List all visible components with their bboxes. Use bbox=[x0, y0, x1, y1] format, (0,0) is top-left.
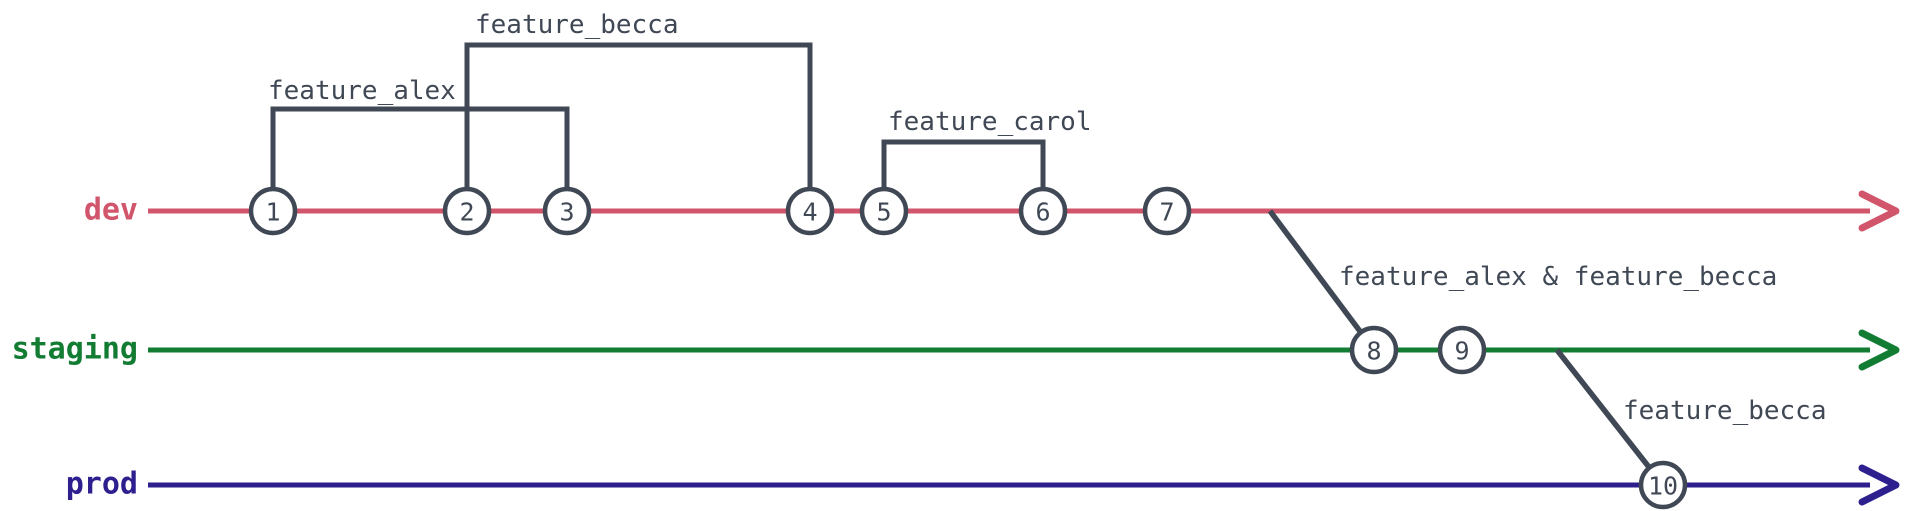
commit-node-label-2: 2 bbox=[459, 198, 474, 227]
commit-node-circle-4[interactable] bbox=[785, 186, 835, 236]
commit-node-label-7: 7 bbox=[1159, 198, 1174, 227]
commit-node-circle-7[interactable] bbox=[1142, 186, 1192, 236]
branch-labels-group: dev staging prod bbox=[12, 193, 138, 502]
commit-node-4[interactable]: 4 bbox=[785, 186, 835, 236]
feature-label-feature_alex: feature_alex bbox=[268, 76, 456, 106]
commit-nodes-group: 1 2 3 4 5 6 7 8 9 10 bbox=[248, 186, 1688, 510]
branch-label-staging: staging bbox=[12, 332, 138, 367]
commit-node-3[interactable]: 3 bbox=[542, 186, 592, 236]
commit-node-6[interactable]: 6 bbox=[1018, 186, 1068, 236]
branch-label-prod: prod bbox=[66, 467, 138, 502]
branch-arrowhead-prod bbox=[1858, 464, 1900, 506]
merge-label-merge-staging-to-prod: feature_becca bbox=[1623, 396, 1827, 426]
commit-node-9[interactable]: 9 bbox=[1437, 325, 1487, 375]
commit-node-circle-3[interactable] bbox=[542, 186, 592, 236]
commit-node-circle-9[interactable] bbox=[1437, 325, 1487, 375]
merge-labels-group: feature_alex & feature_becca feature_becc… bbox=[1339, 262, 1827, 426]
branch-arrowhead-staging bbox=[1858, 329, 1900, 371]
commit-node-label-3: 3 bbox=[559, 198, 574, 227]
commit-node-1[interactable]: 1 bbox=[248, 186, 298, 236]
branch-label-dev: dev bbox=[84, 193, 138, 228]
feature-brackets-group bbox=[270, 42, 1046, 211]
commit-node-circle-5[interactable] bbox=[859, 186, 909, 236]
merge-label-merge-dev-to-staging: feature_alex & feature_becca bbox=[1339, 262, 1777, 292]
feature-labels-group: feature_alex feature_becca feature_carol bbox=[268, 10, 1092, 137]
commit-node-circle-2[interactable] bbox=[442, 186, 492, 236]
commit-node-label-5: 5 bbox=[876, 198, 891, 227]
merge-lines-group bbox=[1267, 209, 1666, 487]
feature-bracket-feature_carol bbox=[881, 139, 1046, 211]
commit-node-label-8: 8 bbox=[1366, 337, 1381, 366]
commit-node-5[interactable]: 5 bbox=[859, 186, 909, 236]
commit-node-8[interactable]: 8 bbox=[1349, 325, 1399, 375]
commit-node-circle-1[interactable] bbox=[248, 186, 298, 236]
branch-lines-group bbox=[148, 190, 1900, 506]
feature-label-feature_carol: feature_carol bbox=[888, 107, 1092, 137]
commit-node-label-6: 6 bbox=[1035, 198, 1050, 227]
merge-dev-to-staging bbox=[1267, 209, 1377, 352]
commit-node-7[interactable]: 7 bbox=[1142, 186, 1192, 236]
commit-node-label-4: 4 bbox=[802, 198, 817, 227]
commit-node-circle-10[interactable] bbox=[1638, 460, 1688, 510]
merge-staging-to-prod bbox=[1554, 348, 1666, 487]
branch-arrowhead-dev bbox=[1858, 190, 1900, 232]
feature-bracket-feature_alex bbox=[270, 106, 570, 211]
commit-node-circle-8[interactable] bbox=[1349, 325, 1399, 375]
feature-label-feature_becca: feature_becca bbox=[475, 10, 679, 40]
feature-bracket-feature_becca bbox=[464, 42, 813, 211]
commit-node-label-1: 1 bbox=[265, 198, 280, 227]
commit-node-label-10: 10 bbox=[1648, 472, 1678, 501]
commit-node-2[interactable]: 2 bbox=[442, 186, 492, 236]
commit-node-label-9: 9 bbox=[1454, 337, 1469, 366]
commit-node-10[interactable]: 10 bbox=[1638, 460, 1688, 510]
commit-node-circle-6[interactable] bbox=[1018, 186, 1068, 236]
